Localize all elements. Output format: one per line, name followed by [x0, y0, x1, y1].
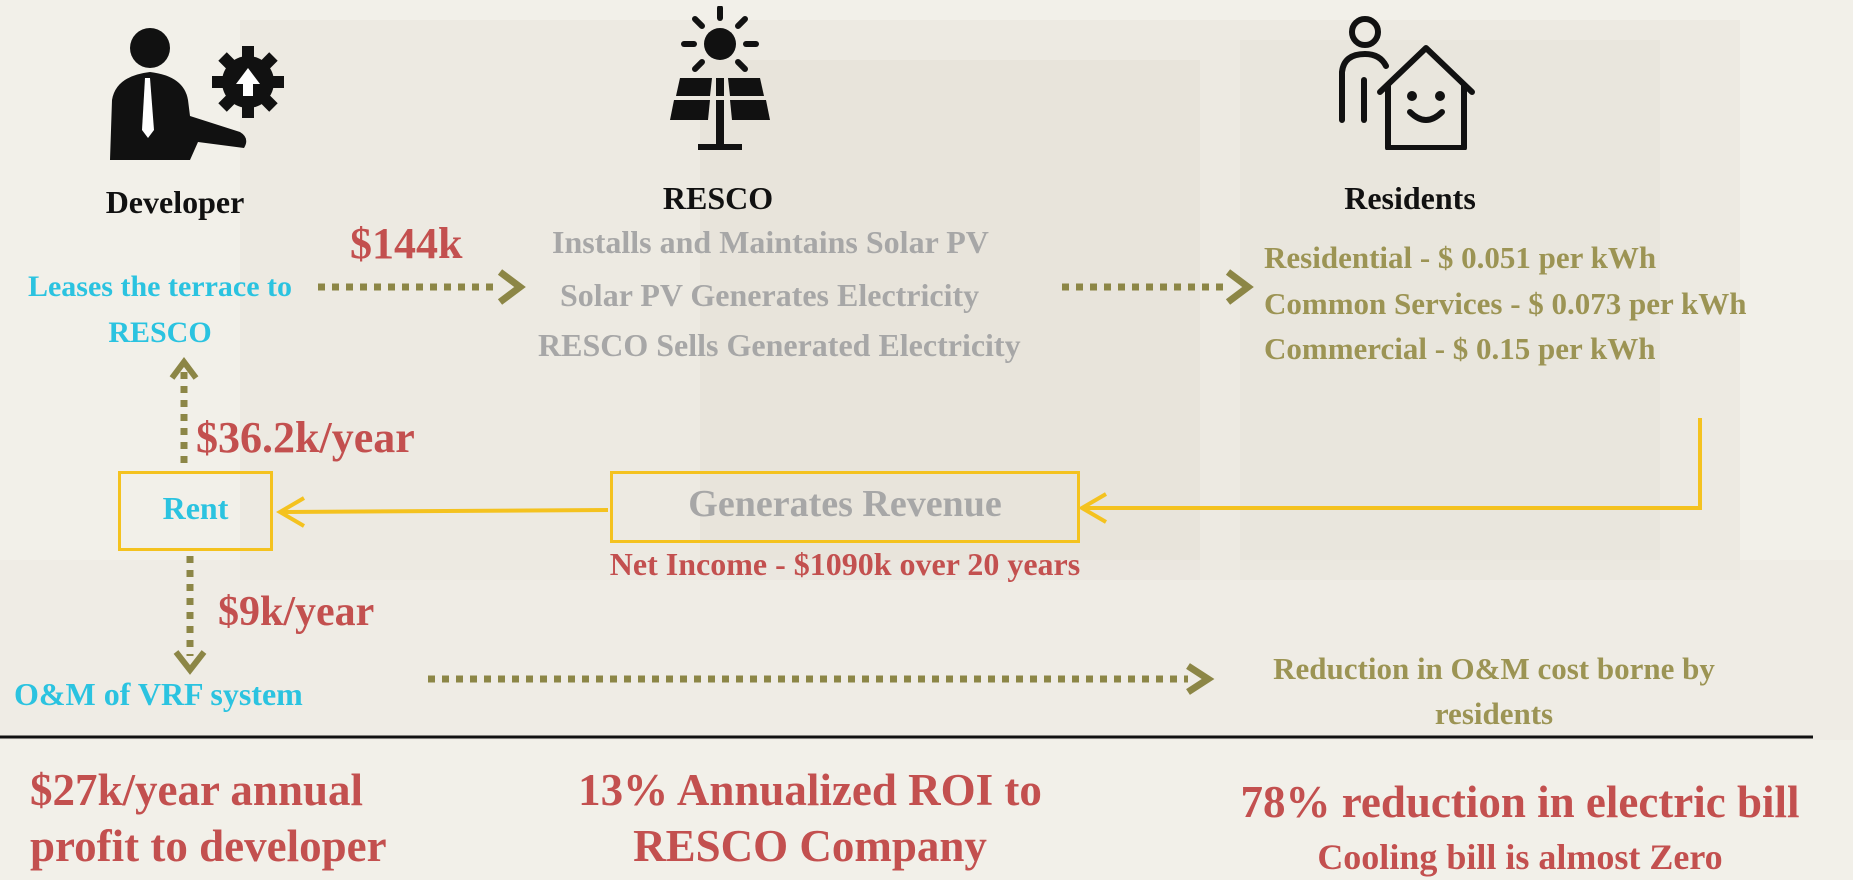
rent-down-arrowhead — [173, 650, 207, 675]
developer-label: Developer — [105, 184, 245, 220]
om-label: O&M of VRF system — [14, 676, 303, 712]
person-home-icon — [1339, 16, 1475, 150]
businessman-gear-icon — [110, 28, 284, 160]
resco-label: RESCO — [662, 180, 774, 216]
resco-step-2: Solar PV Generates Electricity — [560, 277, 980, 313]
rent-box — [118, 471, 273, 551]
sell-arrowhead — [1225, 269, 1254, 305]
rent-up-arrowhead — [169, 357, 199, 380]
tariff-common-services: Common Services - $ 0.073 per kWh — [1264, 286, 1747, 321]
net-income: Net Income - $1090k over 20 years — [609, 546, 1081, 582]
bill-reduction: 78% reduction in electric bill — [1240, 777, 1800, 827]
rent-up-amount: $36.2k/year — [196, 413, 415, 462]
rent-arrowhead — [276, 496, 306, 528]
revenue-box — [610, 471, 1080, 543]
rent-down-amount: $9k/year — [218, 589, 375, 635]
lease-amount: $144k — [350, 219, 463, 268]
resco-step-3: RESCO Sells Generated Electricity — [538, 327, 1021, 363]
developer-profit: $27k/year annual profit to developer — [30, 765, 387, 871]
om-arrowhead — [1186, 663, 1215, 695]
lease-text: Leases the terrace to RESCO — [27, 270, 293, 349]
residents-to-revenue-line — [1086, 418, 1702, 510]
lease-arrowhead — [497, 269, 526, 305]
om-reduction: Reduction in O&M cost borne by residents — [1273, 651, 1715, 731]
resco-roi: 13% Annualized ROI to RESCO Company — [578, 765, 1042, 871]
revenue-label: Generates Revenue — [688, 483, 1002, 525]
revenue-arrowhead — [1078, 492, 1108, 524]
revenue-to-rent-line — [283, 508, 609, 514]
tariff-residential: Residential - $ 0.051 per kWh — [1264, 240, 1657, 275]
residents-label: Residents — [1344, 180, 1476, 216]
resco-step-1: Installs and Maintains Solar PV — [552, 224, 989, 260]
rent-label: Rent — [162, 490, 229, 526]
solar-panel-sun-icon — [670, 6, 770, 150]
tariff-commercial: Commercial - $ 0.15 per kWh — [1264, 331, 1656, 366]
cooling-note: Cooling bill is almost Zero — [1317, 837, 1723, 877]
